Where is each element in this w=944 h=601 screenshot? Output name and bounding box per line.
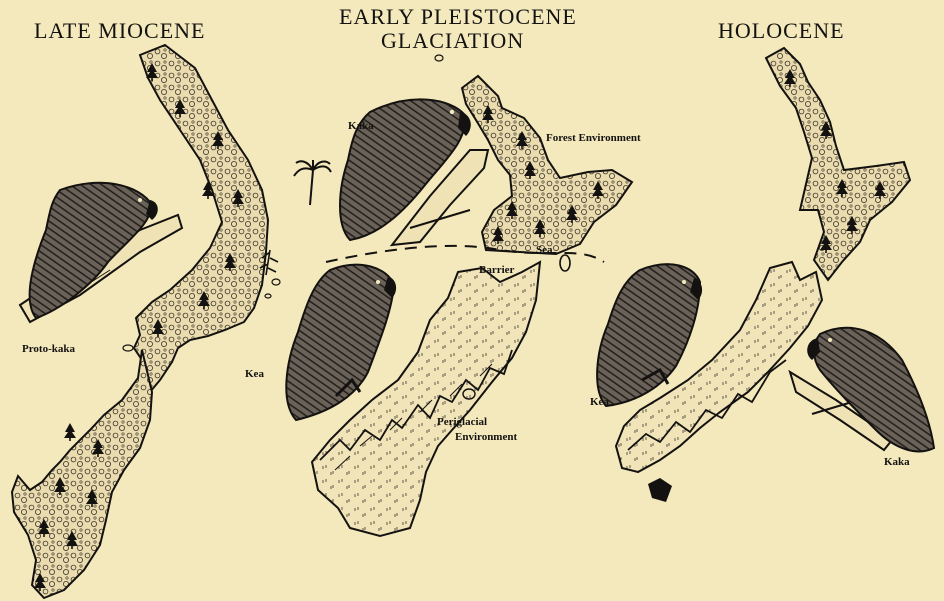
label-forest-environment: Forest Environment bbox=[546, 132, 641, 144]
pleistocene-north-island bbox=[435, 55, 632, 254]
label-proto-kaka: Proto-kaka bbox=[22, 343, 75, 355]
label-kaka-holocene: Kaka bbox=[884, 456, 910, 468]
palm-icon bbox=[294, 160, 331, 205]
label-environment: Environment bbox=[455, 431, 517, 443]
holocene-north-island bbox=[766, 48, 910, 280]
label-kaka-pleistocene: Kaka bbox=[348, 120, 374, 132]
miocene-landmass bbox=[12, 45, 280, 598]
label-sea: Sea bbox=[536, 244, 553, 256]
heading-glaciation: GLACIATION bbox=[381, 28, 524, 54]
label-periglacial: Periglacial bbox=[437, 416, 487, 428]
kaka-holocene-bird bbox=[790, 328, 934, 452]
label-kea-pleistocene: Kea bbox=[245, 368, 264, 380]
heading-holocene: HOLOCENE bbox=[718, 18, 845, 44]
heading-late-miocene: LATE MIOCENE bbox=[34, 18, 205, 44]
label-kea-holocene: Kea bbox=[590, 396, 609, 408]
heading-early-pleistocene: EARLY PLEISTOCENE bbox=[339, 4, 577, 30]
label-barrier: Barrier bbox=[479, 264, 514, 276]
